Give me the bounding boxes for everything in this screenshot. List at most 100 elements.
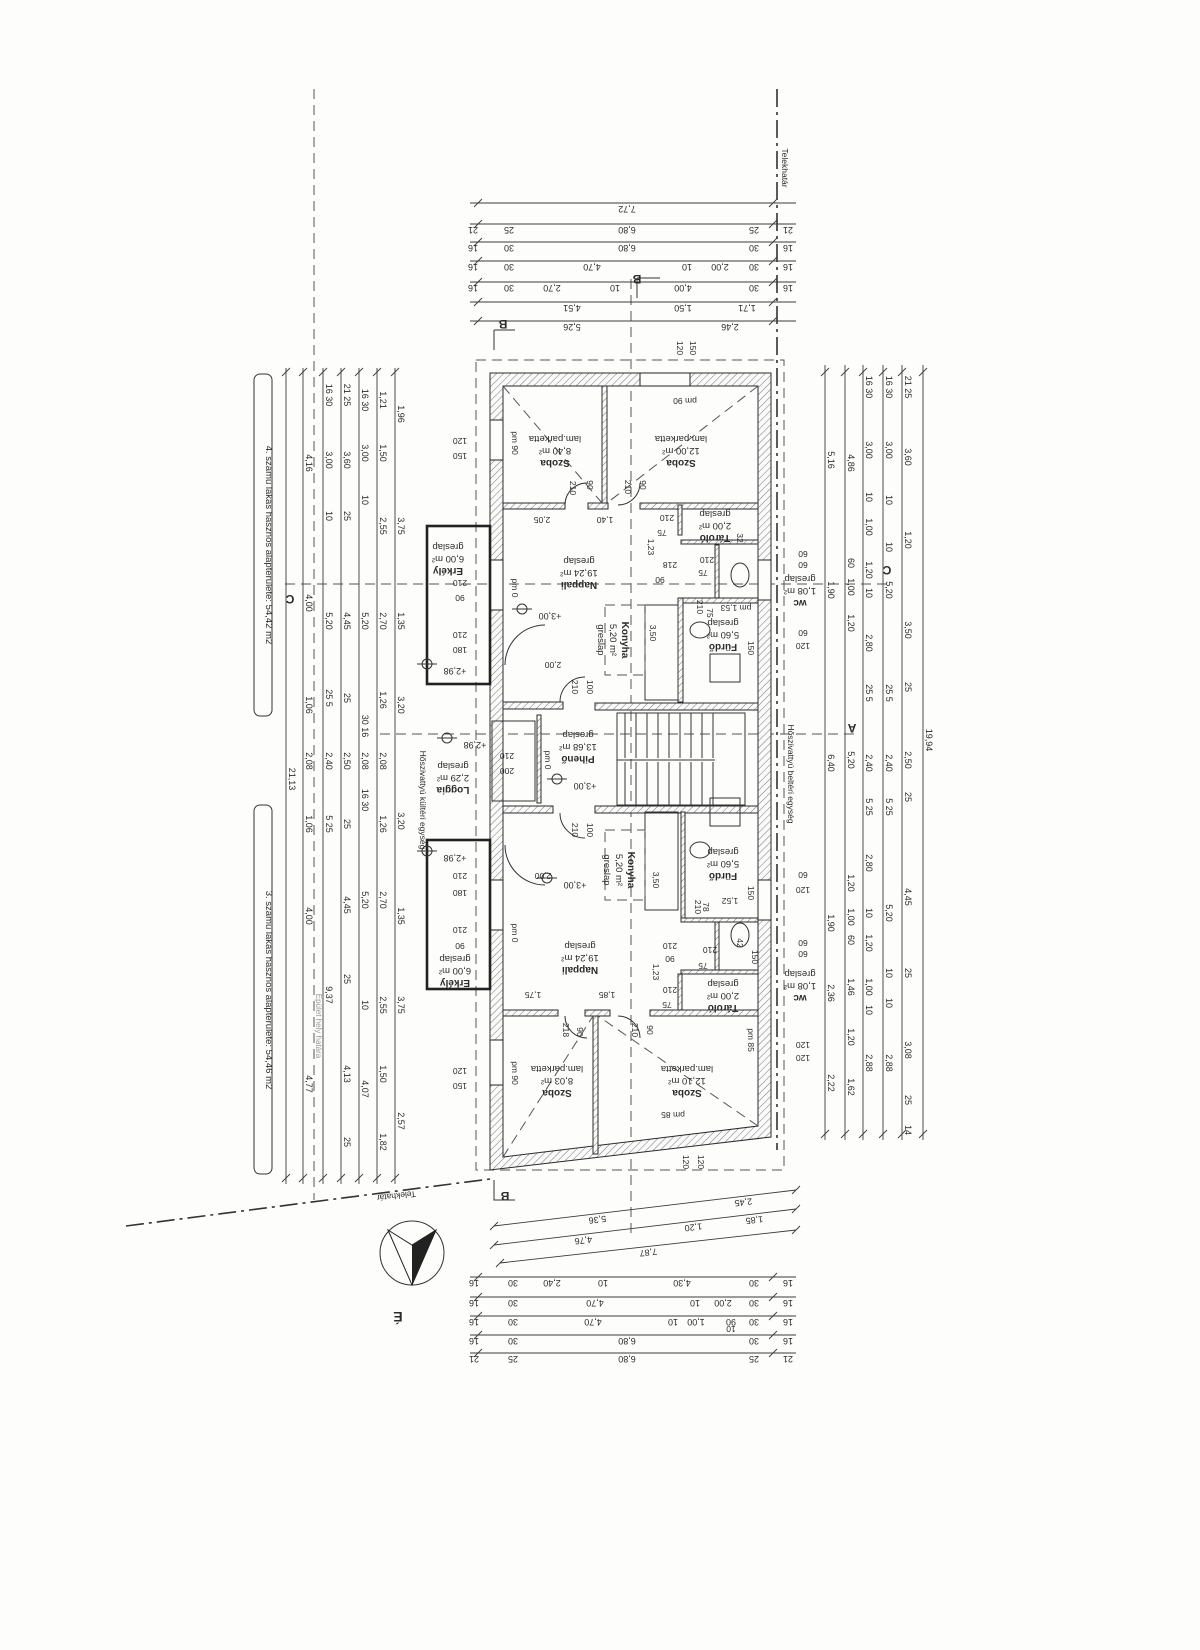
dimension-tick xyxy=(858,367,868,377)
room-name: Fürdő xyxy=(709,870,737,881)
dimension-annotation: 180 xyxy=(453,645,467,655)
dimension-label: 10 xyxy=(360,495,370,505)
dimension-tick xyxy=(768,1330,778,1340)
level-marker: +3,00 xyxy=(574,781,597,791)
dimension-label: 30 16 xyxy=(360,715,370,738)
dimension-annotation: 120 xyxy=(796,1040,810,1050)
dimension-annotation: 60 xyxy=(798,628,808,638)
dimension-label: 10 xyxy=(668,1317,678,1327)
room-area: 5,20 m² xyxy=(607,624,618,656)
shower-icon xyxy=(709,797,741,827)
dimension-tick xyxy=(336,367,346,377)
dimension-tick xyxy=(473,1292,483,1302)
dimension-tick xyxy=(473,316,483,326)
dimension-label: 2,88 xyxy=(884,1054,894,1072)
loggia xyxy=(491,720,536,802)
dimension-label: 25 xyxy=(342,819,352,829)
dimension-tick xyxy=(473,219,483,229)
unit-label-box xyxy=(253,373,273,717)
dimension-label: 7,87 xyxy=(639,1247,658,1259)
section-marker-b xyxy=(493,329,515,350)
building-limit-label: Épület hely határa xyxy=(314,994,323,1059)
dimension-tick xyxy=(473,237,483,247)
interior-wall xyxy=(680,811,686,919)
dimension-annotation: pm 85 xyxy=(746,1028,756,1052)
room-floor-finish: greslap xyxy=(439,953,470,964)
room-area: 5,60 m² xyxy=(707,858,739,869)
dimension-label: 30 xyxy=(749,1336,759,1346)
dimension-tick xyxy=(768,297,778,307)
dimension-annotation: 210 xyxy=(660,513,674,523)
door-swing xyxy=(564,482,588,506)
dimension-annotation: 2,00 xyxy=(544,660,561,670)
dimension-annotation: 200 xyxy=(500,766,514,776)
dimension-tick xyxy=(820,367,830,377)
dimension-label: 30 xyxy=(504,283,514,293)
dimension-label: 4,77 xyxy=(304,1075,314,1093)
section-marker-b xyxy=(636,277,660,298)
dimension-label: 1,06 xyxy=(304,696,314,714)
dimension-label: 1,20 xyxy=(846,1028,856,1046)
dimension-label: 16 xyxy=(783,1278,793,1288)
dimension-label: 2,50 xyxy=(342,752,352,770)
dimension-annotation: pm 0 xyxy=(510,579,520,598)
dimension-label: 25 xyxy=(903,682,913,692)
dimension-annotation: 150 xyxy=(746,886,756,900)
property-boundary-line xyxy=(125,1178,491,1227)
dimension-tick xyxy=(489,1221,499,1231)
dimension-label: 4,07 xyxy=(360,1080,370,1098)
dimension-label: 30 xyxy=(508,1317,518,1327)
dimension-annotation: 1,75 xyxy=(524,990,541,1000)
dimension-tick xyxy=(473,1348,483,1358)
room-area: 5,60 m² xyxy=(707,629,739,640)
dimension-label: 30 xyxy=(749,262,759,272)
room-name: Szoba xyxy=(666,457,696,468)
dimension-label: 5 25 xyxy=(324,815,334,833)
room-area: 1,08 m² xyxy=(784,980,816,991)
dimension-annotation: 3,50 xyxy=(648,625,658,642)
dimension-annotation: 120 xyxy=(796,1053,810,1063)
interior-wall xyxy=(587,502,609,510)
dimension-label: 2,08 xyxy=(304,752,314,770)
level-marker: +2,98 xyxy=(444,853,467,863)
dimension-label: 16 xyxy=(783,243,793,253)
dimension-line xyxy=(493,1189,797,1227)
dimension-tick xyxy=(768,1292,778,1302)
dimension-tick xyxy=(354,367,364,377)
dimension-tick xyxy=(768,277,778,287)
dimension-tick xyxy=(473,1272,483,1282)
dimension-annotation: 150 xyxy=(746,641,756,655)
dimension-label: 9,37 xyxy=(324,986,334,1004)
dimension-label: 21 xyxy=(783,1354,793,1364)
dimension-tick xyxy=(918,1129,928,1139)
dimension-label: 6,80 xyxy=(618,243,636,253)
room-floor-finish: lam.parketta xyxy=(654,433,707,444)
dimension-annotation: 2,05 xyxy=(533,515,550,525)
building-limit-box xyxy=(475,359,785,1171)
dimension-label: 10 xyxy=(598,1278,608,1288)
dimension-label: 1,06 xyxy=(304,815,314,833)
dimension-label: 4,00 xyxy=(304,907,314,925)
dimension-label: 4,00 xyxy=(674,283,692,293)
toilet-icon xyxy=(730,922,750,948)
dimension-label: 4,00 xyxy=(304,594,314,612)
room-area: 13,68 m² xyxy=(559,741,597,752)
dimension-label: 1,96 xyxy=(396,405,406,423)
dimension-annotation: 120 xyxy=(675,341,685,355)
interior-wall xyxy=(592,1015,599,1155)
section-label: B xyxy=(632,272,641,286)
window xyxy=(489,419,504,461)
dimension-label: 10 xyxy=(864,908,874,918)
room-area: 19,24 m² xyxy=(560,567,598,578)
dimension-label: 5,20 xyxy=(846,751,856,769)
dimension-label: 4,45 xyxy=(342,612,352,630)
washbasin-icon xyxy=(689,621,711,639)
dimension-label: 6,80 xyxy=(618,1336,636,1346)
unit-label-box xyxy=(253,804,273,1175)
room-diagonal xyxy=(502,385,603,504)
interior-wall xyxy=(594,805,759,814)
dimension-label: 25 5 xyxy=(324,689,334,707)
dimension-label: 5 25 xyxy=(864,798,874,816)
dimension-label: 16 xyxy=(469,1298,479,1308)
dimension-label: 2,80 xyxy=(864,634,874,652)
